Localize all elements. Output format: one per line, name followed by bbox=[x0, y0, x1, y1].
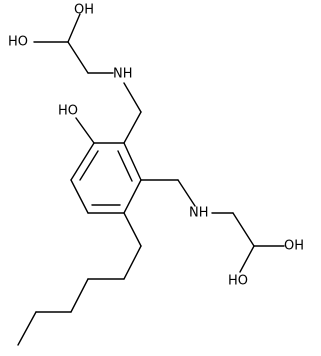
label-ho-diol1-left: HO bbox=[8, 35, 28, 50]
label-nh-2: NH bbox=[189, 206, 209, 221]
label-ho-ring: HO bbox=[58, 104, 78, 119]
bond-ch2-n1 bbox=[123, 82, 142, 113]
hexyl-bond-2 bbox=[123, 245, 142, 280]
ring-bond-6 bbox=[70, 142, 95, 181]
bond-ch2-n2 bbox=[177, 179, 196, 207]
bond-ch2-ch bbox=[67, 41, 89, 74]
bond-ch-oh bbox=[67, 13, 81, 43]
upper-side-chain bbox=[33, 13, 142, 144]
benzene-ring bbox=[70, 142, 142, 214]
bond-ch2-ch-b bbox=[232, 212, 255, 247]
ring-bond-6-inner bbox=[79, 150, 99, 181]
hexyl-bond-4 bbox=[70, 278, 89, 313]
ring-bond-3 bbox=[123, 179, 142, 214]
label-oh-diol2-right: OH bbox=[284, 239, 304, 254]
lower-side-chain bbox=[140, 179, 285, 273]
hexyl-bond-6 bbox=[17, 311, 37, 346]
label-oh-diol1-top: OH bbox=[74, 3, 94, 18]
ring-bond-5 bbox=[70, 179, 89, 214]
ring-bond-2-inner bbox=[117, 150, 133, 182]
bond-ring-ch2 bbox=[123, 111, 142, 144]
bond-ch-ho-b bbox=[239, 245, 255, 273]
hexyl-chain bbox=[17, 212, 142, 346]
label-ho-diol2-bottom: HO bbox=[228, 274, 248, 289]
ring-bond-2 bbox=[123, 142, 142, 181]
label-nh-1: NH bbox=[113, 67, 133, 82]
bond-ring-oh bbox=[75, 117, 95, 144]
hexyl-bond-1 bbox=[123, 212, 142, 247]
